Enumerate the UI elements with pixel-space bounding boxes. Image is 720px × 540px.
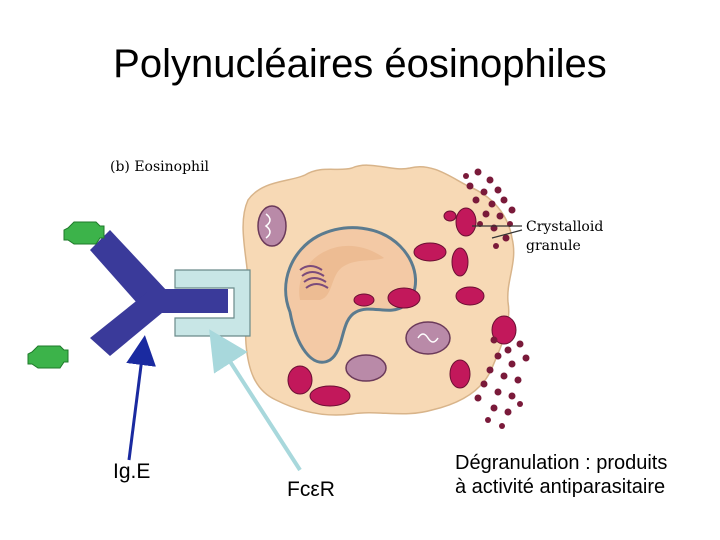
mitochondria (257, 205, 451, 382)
degranulation-line-1: Dégranulation : produits (455, 452, 668, 474)
fc-receptor-label: FcεR (287, 478, 335, 501)
crystalloid-granule-label: Crystalloid granule (526, 218, 603, 256)
ige-label: Ig.E (113, 460, 151, 483)
nucleus-chromatin (299, 245, 384, 300)
degranulation-line-2: à activité antiparasitaire (455, 476, 666, 498)
degranulation-label: Dégranulation : produits à activité anti… (455, 451, 717, 499)
golgi-apparatus (299, 265, 329, 289)
released-granules (463, 168, 530, 429)
fc-receptor-arrow (209, 329, 302, 472)
crystalloid-granules (287, 207, 517, 407)
ige-arrow (126, 335, 156, 461)
crystalloid-label-line-2: granule (526, 238, 581, 254)
slide-title: Polynucléaires éosinophiles (113, 42, 607, 86)
antigen-markers (27, 221, 105, 369)
crystalloid-pointer-lines (472, 225, 523, 239)
panel-label: (b) Eosinophil (110, 159, 210, 175)
fc-receptor (174, 269, 251, 337)
crystalloid-label-line-1: Crystalloid (526, 219, 604, 235)
ige-antibody (90, 230, 228, 356)
